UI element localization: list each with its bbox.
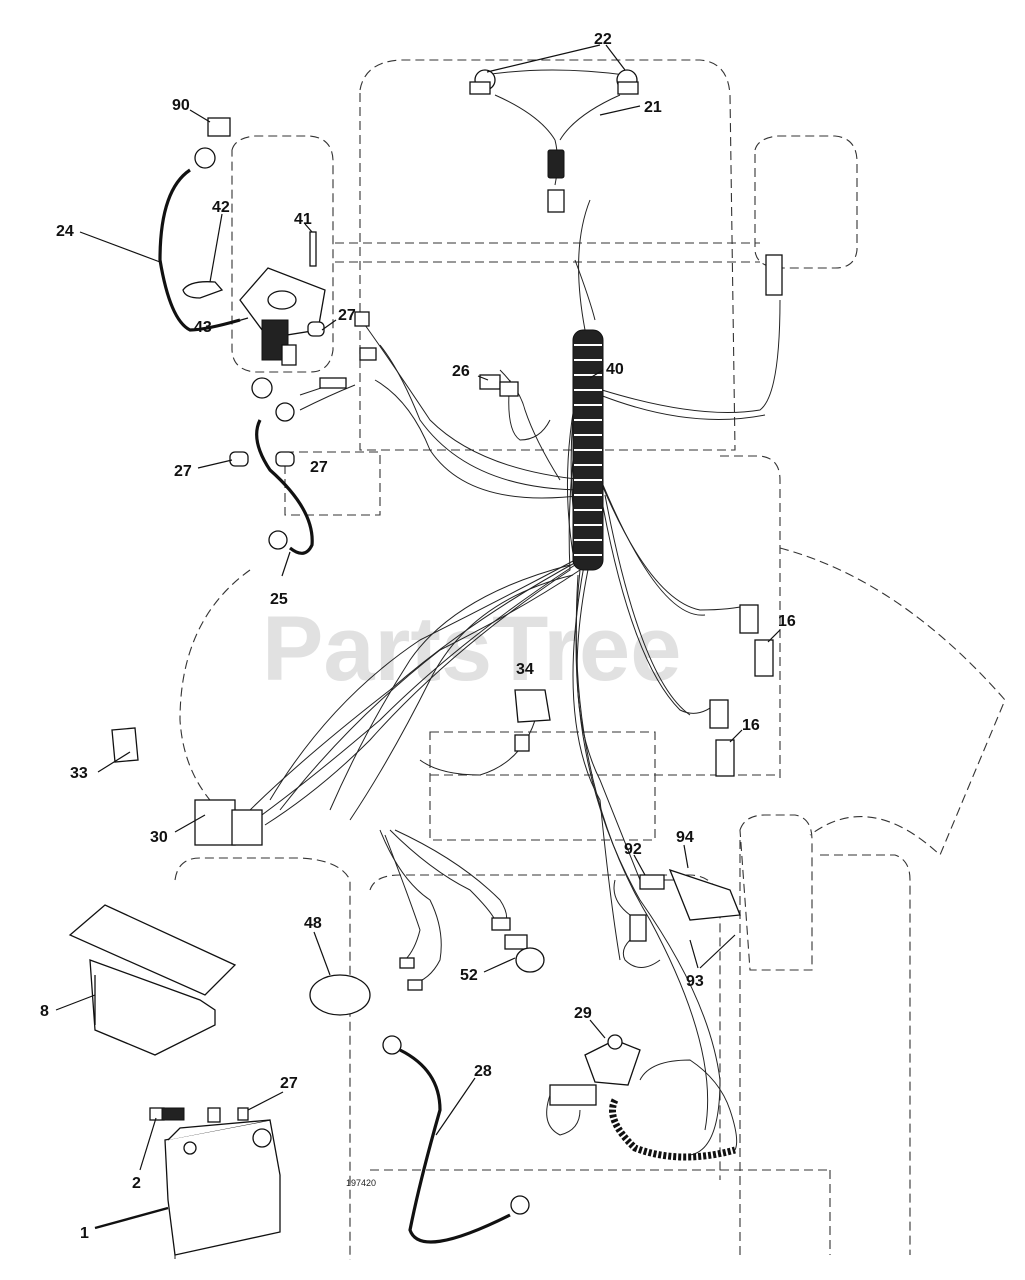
drawing-number: 197420 xyxy=(346,1178,376,1188)
callout-41: 41 xyxy=(294,211,312,228)
watermark: PartsTree xyxy=(262,598,681,700)
callout-1: 1 xyxy=(80,1225,89,1242)
callout-42: 42 xyxy=(212,199,230,216)
switches-and-connectors xyxy=(111,254,783,1016)
callout-33: 33 xyxy=(70,765,88,782)
callout-48: 48 xyxy=(304,915,322,932)
convoluted-loom xyxy=(572,329,604,571)
callout-93: 93 xyxy=(686,973,704,990)
starter-solenoid xyxy=(182,117,377,467)
callout-16-lower: 16 xyxy=(742,717,760,734)
callout-28: 28 xyxy=(474,1063,492,1080)
callout-43: 43 xyxy=(194,319,212,336)
callout-52: 52 xyxy=(460,967,478,984)
leader-lines xyxy=(55,44,781,1230)
callout-2: 2 xyxy=(132,1175,141,1192)
callout-25: 25 xyxy=(270,591,288,608)
callout-27-lower: 27 xyxy=(280,1075,298,1092)
callout-92: 92 xyxy=(624,841,642,858)
callout-90: 90 xyxy=(172,97,190,114)
callout-94: 94 xyxy=(676,829,694,846)
callout-labels: 90 22 21 24 42 41 43 27 26 40 27 27 25 1… xyxy=(40,31,796,1242)
callout-30: 30 xyxy=(150,829,168,846)
callout-40: 40 xyxy=(606,361,624,378)
callout-24: 24 xyxy=(56,223,74,240)
battery-cables xyxy=(158,147,530,1244)
callout-27-upper: 27 xyxy=(338,307,356,324)
battery-and-tray xyxy=(68,904,281,1256)
harness-wires xyxy=(244,139,781,1156)
tractor-outline xyxy=(174,59,1006,1260)
callout-22: 22 xyxy=(594,31,612,48)
callout-21: 21 xyxy=(644,99,662,116)
callout-8: 8 xyxy=(40,1003,49,1020)
callout-27-left: 27 xyxy=(174,463,192,480)
callout-34: 34 xyxy=(516,661,534,678)
callout-16-upper: 16 xyxy=(778,613,796,630)
callout-27-right: 27 xyxy=(310,459,328,476)
callout-29: 29 xyxy=(574,1005,592,1022)
headlights xyxy=(469,69,639,213)
plug-module xyxy=(546,1034,736,1161)
callout-26: 26 xyxy=(452,363,470,380)
